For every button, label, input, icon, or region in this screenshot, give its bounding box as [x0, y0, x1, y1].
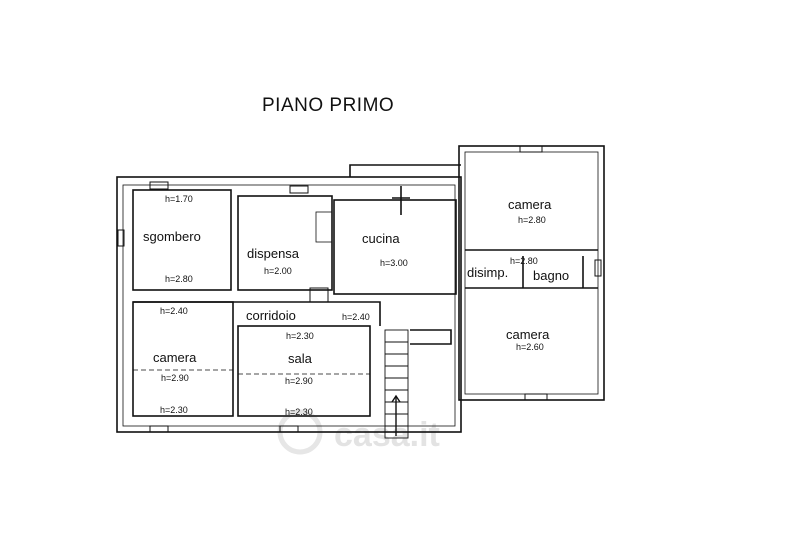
- camera-sw-height-mid: h=2.90: [161, 373, 189, 383]
- cucina-label: cucina: [362, 231, 400, 246]
- cucina-height: h=3.00: [380, 258, 408, 268]
- ceiling-change-lines: [133, 369, 370, 375]
- camera-se-height: h=2.60: [516, 342, 544, 352]
- sala-label: sala: [288, 351, 313, 366]
- camera-ne-label: camera: [508, 197, 552, 212]
- sgombero-height-bottom: h=2.80: [165, 274, 193, 284]
- camera-sw-height-bottom: h=2.30: [160, 405, 188, 415]
- window-mark: [289, 185, 309, 194]
- window-mark: [149, 425, 169, 433]
- plan-title: PIANO PRIMO: [262, 95, 394, 116]
- bagno-label: bagno: [533, 268, 569, 283]
- camera-sw-label: camera: [153, 350, 197, 365]
- window-mark: [519, 145, 543, 153]
- window-mark: [594, 259, 602, 277]
- wall-top-bump: [349, 164, 461, 177]
- disimp-label: disimp.: [467, 265, 508, 280]
- sala-height-bottom: h=2.30: [285, 407, 313, 417]
- camera-se-label: camera: [506, 327, 550, 342]
- corridoio-height-bottom: h=2.30: [286, 331, 314, 341]
- window-mark: [149, 181, 169, 190]
- corridoio-wall: [133, 301, 381, 326]
- wall-stair-landing: [410, 329, 452, 345]
- outer-wall-west: [116, 176, 462, 433]
- window-mark: [279, 425, 299, 433]
- stair-arrow-icon: [391, 394, 401, 403]
- corridoio-height-left: h=2.40: [160, 306, 188, 316]
- camera-ne-height: h=2.80: [518, 215, 546, 225]
- sgombero-height-top: h=1.70: [165, 194, 193, 204]
- corridoio-height-right: h=2.40: [342, 312, 370, 322]
- watermark-text: casa.it: [334, 416, 440, 454]
- watermark: casa.it: [277, 409, 440, 455]
- room-dispensa-walls: [237, 195, 333, 291]
- dispensa-label: dispensa: [247, 246, 300, 261]
- walls: [116, 145, 605, 433]
- staircase: [384, 329, 409, 439]
- dispensa-height: h=2.00: [264, 266, 292, 276]
- openings: [117, 145, 602, 433]
- sala-height-mid: h=2.90: [285, 376, 313, 386]
- room-cucina-walls: [333, 199, 457, 295]
- corridoio-label: corridoio: [246, 308, 296, 323]
- sgombero-label: sgombero: [143, 229, 201, 244]
- window-mark: [524, 393, 548, 401]
- room-labels: h=1.70 sgombero h=2.80 dispensa h=2.00 c…: [143, 194, 569, 417]
- disimp-height: h=2.80: [510, 256, 538, 266]
- room-sala-walls: [237, 325, 371, 417]
- door-mark: [309, 287, 329, 303]
- window-mark: [117, 229, 125, 247]
- staircase-outline: [384, 329, 409, 439]
- room-sgombero-walls: [132, 189, 232, 291]
- stair-small: [315, 211, 333, 243]
